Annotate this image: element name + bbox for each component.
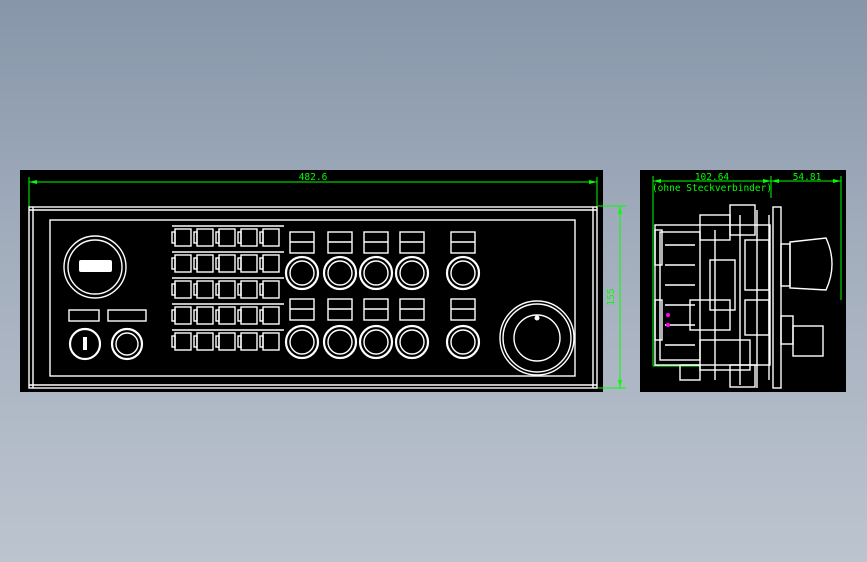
depth-dim-label: 102.64	[695, 172, 730, 183]
side-selector	[780, 315, 824, 357]
height-dimension: 155	[598, 205, 626, 389]
handwheel	[499, 300, 575, 376]
rotary-button	[284, 255, 320, 291]
height-dim-label: 155	[606, 288, 617, 305]
rotary-button	[358, 255, 394, 291]
depth-dim-note: (ohne Steckverbinder)	[652, 183, 772, 194]
knob-dim-label: 54.81	[793, 172, 822, 183]
rotary-button	[358, 324, 394, 360]
side-view: 102.64 (ohne Steckverbinder) 54.81	[652, 172, 842, 389]
side-view-panel	[640, 170, 846, 392]
rotary-button	[445, 255, 481, 291]
emergency-stop-bar	[79, 260, 112, 272]
emergency-stop	[63, 235, 127, 299]
width-dimension: 482.6	[28, 172, 598, 207]
internal-assembly	[654, 204, 771, 388]
rotary-button	[394, 255, 430, 291]
front-view: 482.6 155	[28, 172, 626, 389]
rotary-buttons-top-row	[284, 231, 481, 291]
key-switch	[68, 327, 102, 361]
depth-dimension: 102.64 (ohne Steckverbinder) 54.81	[652, 172, 842, 367]
rotary-button	[394, 324, 430, 360]
key-grid	[171, 225, 284, 351]
side-emergency-stop	[780, 237, 833, 291]
rotary-button	[322, 255, 358, 291]
rotary-buttons-bottom-row	[284, 298, 481, 360]
rotary-button	[284, 324, 320, 360]
selector-switch	[110, 327, 144, 361]
label-plate-left	[68, 309, 100, 322]
front-panel-inner	[49, 219, 576, 377]
side-front-plate	[772, 206, 782, 389]
rotary-button	[322, 324, 358, 360]
width-dim-label: 482.6	[299, 172, 328, 183]
rotary-button	[445, 324, 481, 360]
front-panel-outline	[28, 206, 598, 389]
label-plate-right	[107, 309, 147, 322]
